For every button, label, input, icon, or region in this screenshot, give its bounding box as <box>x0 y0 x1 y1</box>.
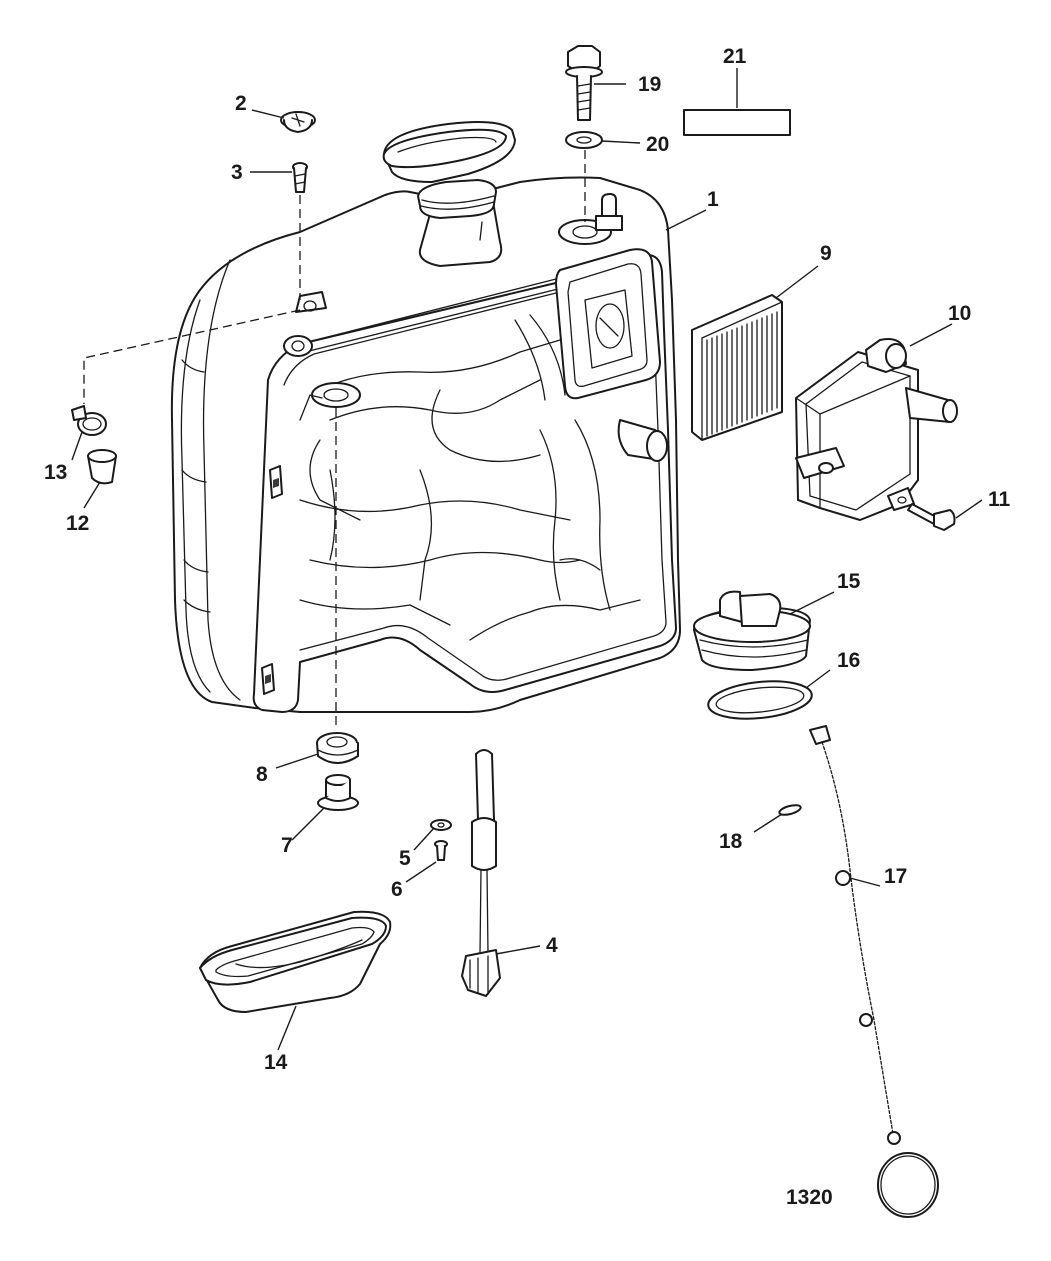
callout-4: 4 <box>546 934 558 957</box>
callout-15: 15 <box>837 570 861 593</box>
callout-2: 2 <box>235 92 247 115</box>
callout-12: 12 <box>66 512 89 535</box>
callout-10: 10 <box>948 302 971 325</box>
callout-3: 3 <box>231 161 243 184</box>
figure-number: 1320 <box>786 1186 833 1209</box>
part-5-washer <box>430 819 452 831</box>
part-2-push-pin <box>280 111 316 133</box>
part-14-tray <box>199 910 392 1013</box>
part-13-clamp <box>71 405 107 436</box>
part-1-tank-housing <box>170 121 681 713</box>
part-3-screw <box>292 162 308 193</box>
part-18-clip <box>778 804 802 816</box>
callout-14: 14 <box>264 1051 288 1074</box>
callout-1: 1 <box>707 188 719 211</box>
part-4-level-sender <box>461 749 501 997</box>
callout-20: 20 <box>646 133 669 156</box>
callout-18: 18 <box>719 830 743 853</box>
part-7-bushing <box>317 774 359 811</box>
part-21-decal <box>683 109 791 136</box>
callout-13: 13 <box>44 461 67 484</box>
assembly-lines <box>83 150 586 728</box>
part-16-seal-ring <box>707 680 813 720</box>
part-6-screw <box>434 840 448 861</box>
part-20-washer <box>565 131 603 149</box>
callout-labels: 1 2 3 4 5 6 7 8 9 10 11 12 13 14 15 16 1… <box>44 45 1011 1209</box>
callout-19: 19 <box>638 73 661 96</box>
callout-21: 21 <box>723 45 747 68</box>
part-10-filter-cover <box>795 338 958 521</box>
callout-6: 6 <box>391 878 403 901</box>
callout-5: 5 <box>399 847 411 870</box>
part-19-bolt <box>565 45 603 121</box>
part-17-tether-chain <box>809 725 939 1218</box>
callout-16: 16 <box>837 649 860 672</box>
part-8-grommet <box>316 732 359 764</box>
callout-8: 8 <box>256 763 268 786</box>
callout-17: 17 <box>884 865 907 888</box>
part-9-filter-element <box>691 294 783 441</box>
part-15-fill-cap <box>693 590 811 671</box>
part-12-hose <box>87 449 117 485</box>
callout-9: 9 <box>820 242 832 265</box>
leader-lines <box>71 68 983 1051</box>
part-11-screw <box>907 503 956 531</box>
callout-7: 7 <box>281 834 293 857</box>
callout-11: 11 <box>988 488 1011 511</box>
